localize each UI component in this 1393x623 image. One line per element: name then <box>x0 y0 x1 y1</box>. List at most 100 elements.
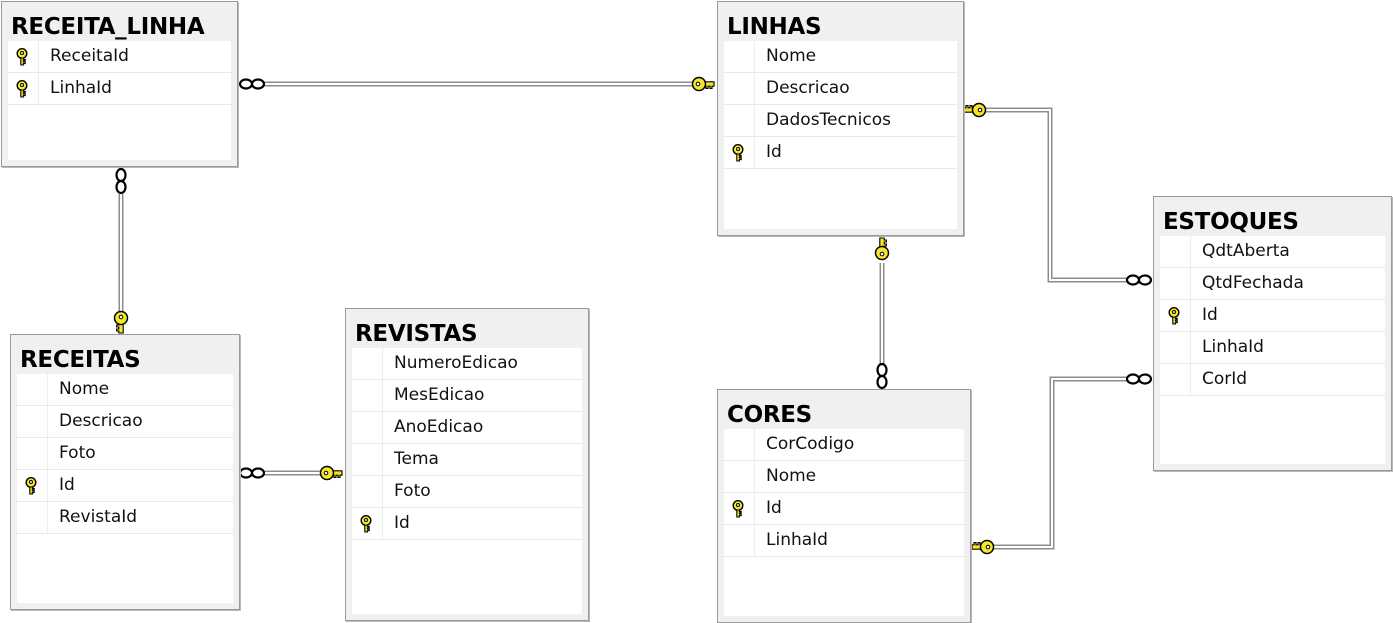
column-name: QdtAberta <box>1202 241 1290 261</box>
primary-key-icon <box>15 47 29 66</box>
relationship-estoques-cores[interactable] <box>993 376 1127 550</box>
many-end-icon <box>1125 373 1153 385</box>
row-selector <box>1160 300 1191 331</box>
row-selector <box>352 412 383 443</box>
row-selector <box>352 444 383 475</box>
column-row[interactable]: LinhaId <box>724 525 964 557</box>
column-row[interactable]: Id <box>17 470 233 502</box>
column-row[interactable]: Nome <box>724 461 964 493</box>
column-row[interactable]: RevistaId <box>17 502 233 534</box>
key-end-icon <box>963 102 987 118</box>
column-row[interactable]: Descricao <box>17 406 233 438</box>
row-selector <box>1160 268 1191 299</box>
column-name: Tema <box>394 449 439 469</box>
row-selector <box>724 73 755 104</box>
column-row[interactable]: QdtAberta <box>1160 236 1385 268</box>
many-end-icon <box>238 78 266 90</box>
column-name: Descricao <box>766 78 850 98</box>
column-row[interactable]: ReceitaId <box>8 41 231 73</box>
column-row[interactable]: LinhaId <box>8 73 231 105</box>
key-end-icon <box>874 237 890 261</box>
column-name: Nome <box>766 46 817 66</box>
column-row[interactable]: Id <box>1160 300 1385 332</box>
column-row[interactable]: CorCodigo <box>724 429 964 461</box>
column-row[interactable]: Nome <box>17 374 233 406</box>
column-name: ReceitaId <box>50 46 129 66</box>
row-selector <box>352 348 383 379</box>
table-title: RECEITAS <box>20 347 141 373</box>
row-selector <box>724 461 755 492</box>
table-title: LINHAS <box>727 14 822 40</box>
table-title: REVISTAS <box>355 321 478 347</box>
column-row[interactable]: Id <box>352 508 582 540</box>
column-name: Id <box>1202 305 1218 325</box>
column-row[interactable]: MesEdicao <box>352 380 582 412</box>
primary-key-icon <box>15 79 29 98</box>
row-selector <box>724 137 755 168</box>
row-selector <box>1160 332 1191 363</box>
column-name: Id <box>766 142 782 162</box>
row-selector <box>17 502 48 533</box>
column-name: NumeroEdicao <box>394 353 518 373</box>
row-selector <box>724 525 755 556</box>
column-name: CorId <box>1202 369 1248 389</box>
column-name: AnoEdicao <box>394 417 484 437</box>
column-name: Id <box>394 513 410 533</box>
primary-key-icon <box>1167 306 1181 325</box>
column-name: Foto <box>394 481 431 501</box>
table-title: CORES <box>727 402 812 428</box>
column-row[interactable]: Nome <box>724 41 957 73</box>
column-row[interactable]: Foto <box>352 476 582 508</box>
row-selector <box>352 476 383 507</box>
column-name: DadosTecnicos <box>766 110 891 130</box>
key-end-icon <box>971 539 995 555</box>
column-name: LinhaId <box>50 78 112 98</box>
row-selector <box>8 73 39 104</box>
row-selector <box>352 508 383 539</box>
column-row[interactable]: NumeroEdicao <box>352 348 582 380</box>
column-name: Nome <box>59 379 110 399</box>
column-row[interactable]: Tema <box>352 444 582 476</box>
column-row[interactable]: Id <box>724 137 957 169</box>
column-row[interactable]: DadosTecnicos <box>724 105 957 137</box>
key-end-icon <box>319 465 343 481</box>
row-selector <box>17 470 48 501</box>
column-name: RevistaId <box>59 507 138 527</box>
column-name: Foto <box>59 443 96 463</box>
column-row[interactable]: Descricao <box>724 73 957 105</box>
row-selector <box>1160 364 1191 395</box>
row-selector <box>17 374 48 405</box>
many-end-icon <box>876 362 888 390</box>
key-end-icon <box>113 310 129 334</box>
column-row[interactable]: CorId <box>1160 364 1385 396</box>
column-row[interactable]: Id <box>724 493 964 525</box>
column-row[interactable]: QtdFechada <box>1160 268 1385 300</box>
primary-key-icon <box>24 476 38 495</box>
row-selector <box>17 406 48 437</box>
primary-key-icon <box>359 514 373 533</box>
table-title: ESTOQUES <box>1163 209 1299 235</box>
column-name: Descricao <box>59 411 143 431</box>
row-selector <box>8 41 39 72</box>
row-selector <box>352 380 383 411</box>
primary-key-icon <box>731 499 745 518</box>
column-name: Id <box>766 498 782 518</box>
relationship-estoques-linhas[interactable] <box>985 107 1127 283</box>
column-row[interactable]: LinhaId <box>1160 332 1385 364</box>
column-name: MesEdicao <box>394 385 485 405</box>
column-row[interactable]: AnoEdicao <box>352 412 582 444</box>
column-row[interactable]: Foto <box>17 438 233 470</box>
row-selector <box>724 41 755 72</box>
